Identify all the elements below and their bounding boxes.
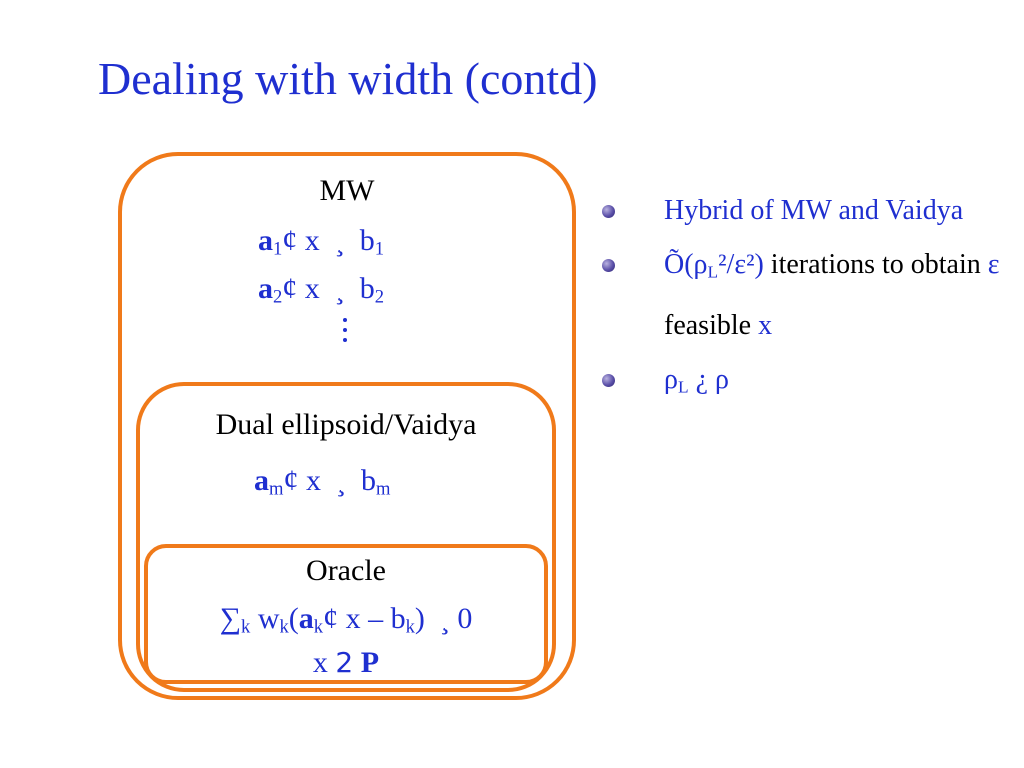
- bullet-item: Hybrid of MW and Vaidya: [600, 184, 1010, 238]
- bullet-item: ρL ¿ ρ: [600, 353, 1010, 414]
- mw-label: MW: [319, 174, 375, 207]
- dual-box: [136, 382, 556, 692]
- oracle-box: [144, 544, 548, 684]
- bullet-dot-icon: [602, 259, 615, 272]
- dual-label: Dual ellipsoid/Vaidya: [215, 408, 477, 441]
- mw-box: [118, 152, 576, 700]
- dual-constraint: am¢ x ¸ bm: [254, 464, 391, 500]
- bullet-dot-icon: [602, 374, 615, 388]
- vertical-ellipsis-icon: [336, 318, 354, 348]
- mw-constraint-1: a1¢ x ¸ b1: [258, 224, 385, 260]
- slide-title: Dealing with width (contd): [98, 53, 598, 104]
- mw-constraint-2: a2¢ x ¸ b2: [258, 272, 385, 308]
- oracle-label: Oracle: [306, 554, 386, 587]
- bullet-item: Õ(ρL²/ε²) iterations to obtain ε feasibl…: [600, 238, 1010, 353]
- bullet-dot-icon: [602, 205, 615, 218]
- bullet-list: Hybrid of MW and Vaidya Õ(ρL²/ε²) iterat…: [600, 184, 1010, 415]
- oracle-membership: x 2 P: [312, 646, 380, 679]
- oracle-inequality: ∑k wk(ak¢ x – bk) ¸ 0: [219, 602, 473, 638]
